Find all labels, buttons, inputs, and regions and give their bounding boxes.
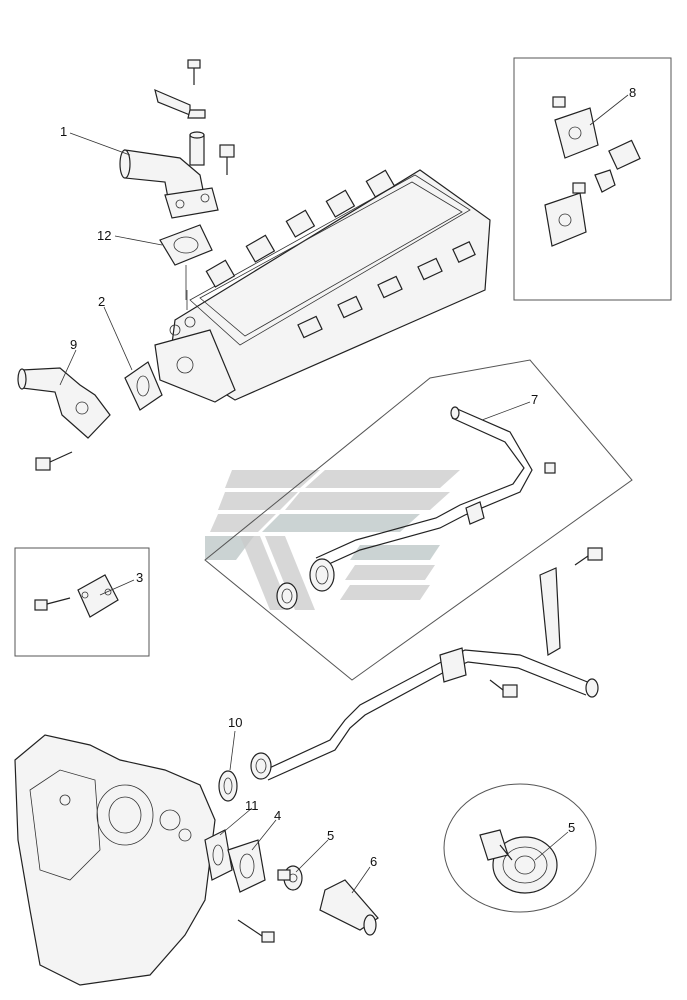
callout-8: 8 bbox=[629, 85, 636, 100]
callout-5-main: 5 bbox=[327, 828, 334, 843]
thermostat-housing-gasket bbox=[204, 829, 233, 881]
callout-3: 3 bbox=[136, 570, 143, 585]
inset-box-8 bbox=[513, 57, 672, 301]
callout-9: 9 bbox=[70, 337, 77, 352]
cover-plates bbox=[544, 96, 641, 247]
callout-2: 2 bbox=[98, 294, 105, 309]
blanking-plate bbox=[34, 574, 119, 618]
front-timing-case bbox=[14, 734, 216, 986]
side-gasket bbox=[124, 361, 163, 411]
watermark-logo bbox=[205, 470, 460, 610]
inset-circle-5 bbox=[443, 783, 597, 913]
inset-box-3 bbox=[14, 547, 150, 657]
outlet-gasket bbox=[159, 224, 213, 300]
cylinder-head bbox=[154, 169, 491, 403]
pipe-gasket bbox=[218, 770, 238, 802]
callout-5-detail: 5 bbox=[568, 820, 575, 835]
water-pipe bbox=[250, 547, 603, 781]
leader-lines bbox=[59, 94, 629, 894]
callout-6: 6 bbox=[370, 854, 377, 869]
thermostat-housing bbox=[227, 839, 275, 943]
thermostat-detail bbox=[479, 829, 558, 894]
inset-box-7 bbox=[204, 359, 633, 681]
upper-bypass-pipe bbox=[276, 406, 556, 610]
callout-7: 7 bbox=[531, 392, 538, 407]
callout-12: 12 bbox=[97, 228, 111, 243]
water-outlet-pipe bbox=[119, 59, 235, 219]
elbow-pipe bbox=[17, 367, 111, 471]
callout-4: 4 bbox=[274, 808, 281, 823]
callout-10: 10 bbox=[228, 715, 242, 730]
thermostat bbox=[277, 865, 303, 891]
callout-11: 11 bbox=[245, 798, 259, 813]
outlet-housing-pipe bbox=[319, 879, 379, 936]
callout-labels: 1 12 2 9 8 7 3 10 11 4 5 6 5 bbox=[60, 85, 636, 869]
callout-1: 1 bbox=[60, 124, 67, 139]
